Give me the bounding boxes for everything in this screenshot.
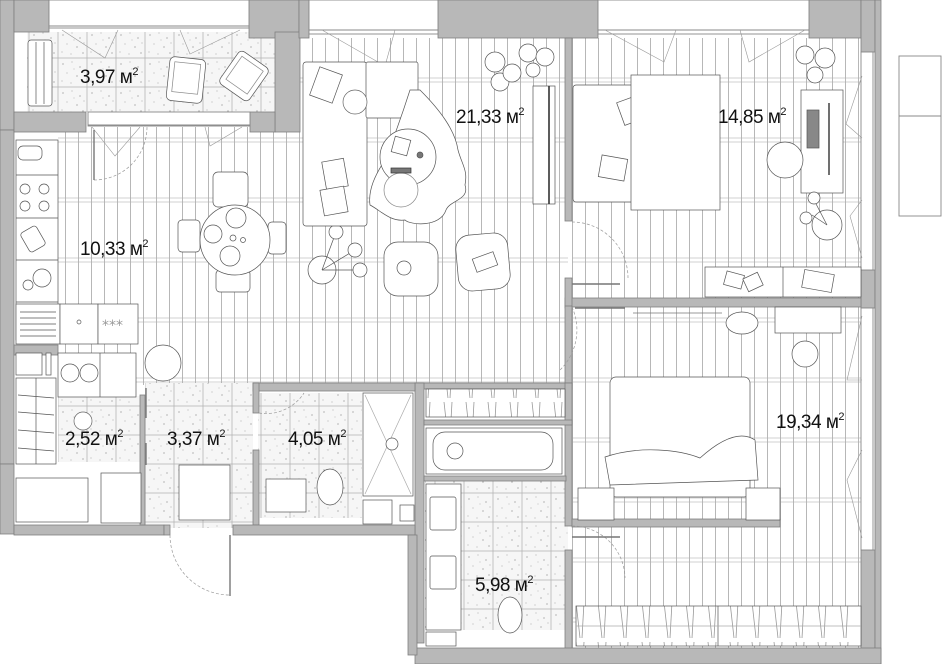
area-label-living-room: 21,33 м2 [456,106,525,128]
area-label-kitchen: 10,33 м2 [80,238,149,260]
plant-1 [484,51,522,92]
radiator [27,39,53,107]
chair-top [212,171,249,208]
tv-console [532,85,556,205]
pouf [144,344,182,382]
area-label-bedroom-large: 19,34 м2 [776,411,845,433]
door-mat [178,464,231,521]
area-label-shower-room: 4,05 м2 [288,428,346,450]
area-label-bathroom: 5,98 м2 [475,574,533,596]
area-label-hallway: 3,37 м2 [167,428,225,450]
toilet-1 [316,468,344,506]
plant-2 [518,43,555,78]
area-label-bedroom-small: 14,85 м2 [718,106,787,128]
chair-right [267,221,287,255]
bedroom-nightstand-desk [774,306,842,334]
furniture: *** [15,39,862,647]
desk-chair [766,141,804,179]
doors [93,126,629,596]
area-label-loggia: 3,97 м2 [80,66,138,88]
area-label-laundry: 2,52 м2 [65,428,123,450]
plant-3 [795,45,836,84]
bedroom-rug [630,74,721,211]
walls [0,0,882,664]
toilet-2 [497,596,523,634]
chair-left [177,219,201,253]
svg-text:***: *** [102,318,123,334]
wardrobe-corridor [425,388,566,418]
windows [48,0,942,551]
floor-laundry [58,396,140,462]
